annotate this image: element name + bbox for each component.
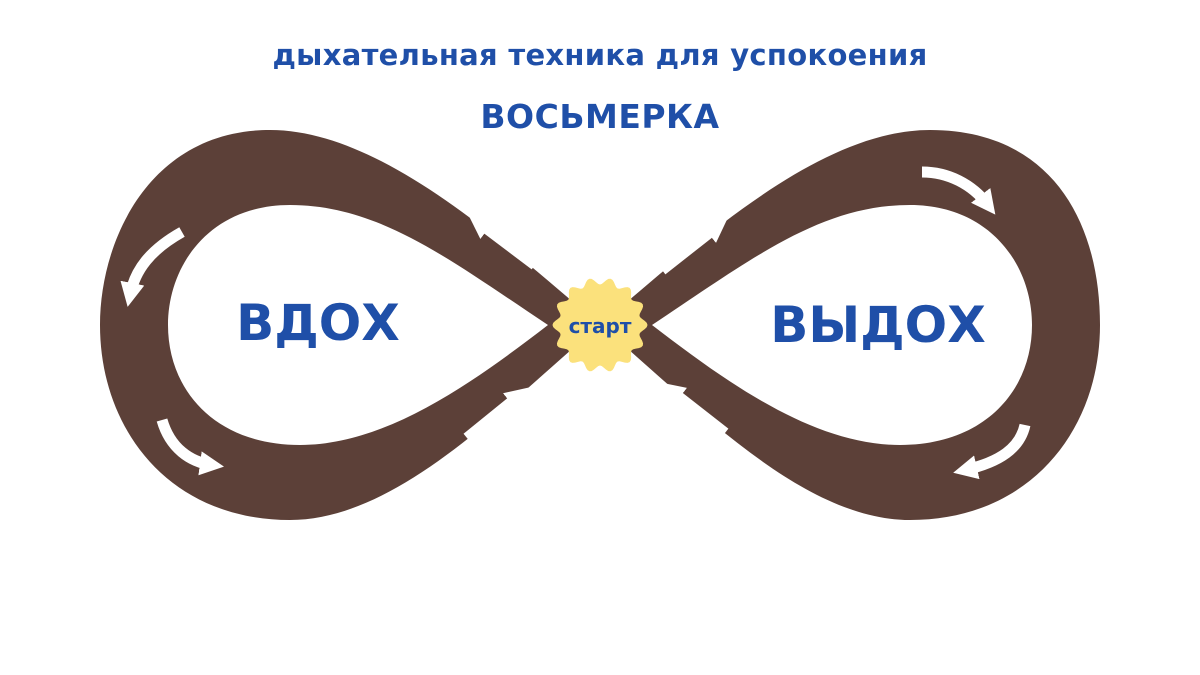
page-title: ВОСЬМЕРКА: [480, 97, 720, 136]
start-label: старт: [569, 314, 632, 338]
exhale-label: ВЫДОХ: [770, 296, 986, 354]
start-badge: старт: [552, 278, 648, 372]
curved-arrow-icon: [156, 418, 224, 476]
straight-arrow-icon: [463, 387, 530, 443]
inhale-label: ВДОХ: [236, 294, 400, 352]
subtitle: дыхательная техника для успокоения: [272, 38, 928, 72]
figure-eight-track: [100, 130, 1100, 520]
start-badge-icon: [552, 278, 648, 372]
curved-arrow-icon: [921, 166, 996, 215]
straight-arrow-icon: [468, 214, 539, 270]
curved-arrow-icon: [953, 423, 1031, 480]
curved-arrow-icon: [120, 227, 185, 307]
straight-arrow-icon: [658, 218, 728, 275]
straight-arrow-icon: [660, 382, 729, 438]
